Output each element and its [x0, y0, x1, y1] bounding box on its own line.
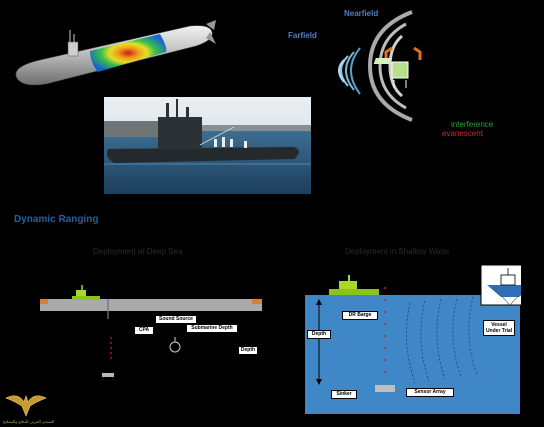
sonar-wave-diagram	[338, 10, 422, 122]
vessel-under-trial-label: Vessel Under Trial	[483, 320, 515, 336]
submarine-depth-label: Submarine Depth	[186, 324, 238, 333]
nearfield-label: Nearfield	[344, 9, 379, 18]
sinker-label: Sinker	[331, 390, 357, 399]
shallow-depth-label: Depth	[307, 330, 331, 339]
sensor-array-label: Sensor Array	[406, 388, 454, 397]
shallow-water-heading: Deployment in Shallow Water	[345, 247, 450, 256]
deep-sea-heading: Deployment at Deep Sea	[93, 247, 183, 256]
interference-label: interference	[451, 120, 494, 129]
deep-sea-diagram	[40, 285, 262, 377]
dr-barge-label: DR Barge	[342, 311, 378, 320]
submarine-heatmap-illustration	[15, 20, 216, 86]
submarine-photo	[104, 97, 311, 194]
cpa-label: CPA	[134, 326, 154, 335]
deep-sea-depth-label: Depth	[238, 346, 258, 355]
logo-caption: المنتدى العربي للدفاع والتسليح	[3, 419, 55, 424]
eagle-logo-icon	[5, 395, 47, 417]
evanescent-label: evanescent	[442, 129, 483, 138]
sound-source-label: Sound Source	[155, 315, 197, 324]
farfield-label: Farfield	[288, 31, 317, 40]
section-title: Dynamic Ranging	[14, 214, 99, 225]
